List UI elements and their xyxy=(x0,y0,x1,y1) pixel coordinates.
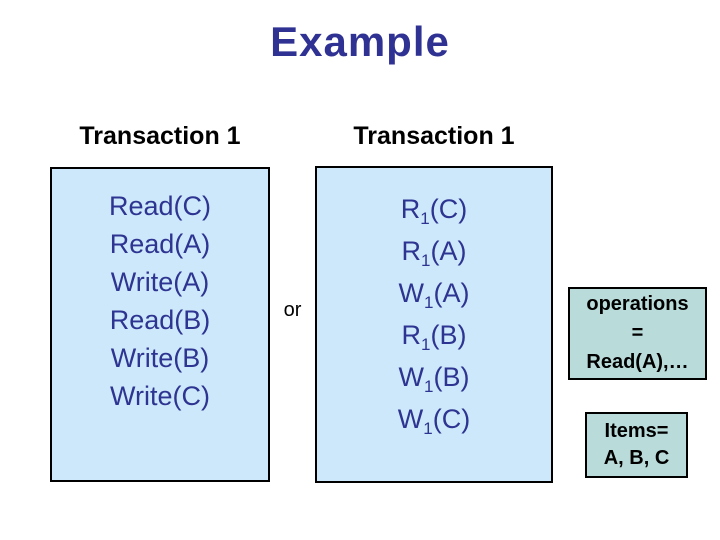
operation-line: Write(B) xyxy=(110,343,210,373)
right-column-header: Transaction 1 xyxy=(353,122,515,150)
operation-line: R1(B) xyxy=(401,320,467,354)
left-transaction-box: Read(C) Read(A) Write(A) Read(B) Write(B) Wri… xyxy=(50,167,270,482)
note-line: Read(A),… xyxy=(586,351,689,373)
note-line: Items= xyxy=(604,420,669,442)
operation-line: Read(C) xyxy=(108,191,212,221)
operation-line: Write(A) xyxy=(110,267,210,297)
left-operations: Read(C) Read(A) Write(A) Read(B) Write(B) Wri… xyxy=(52,187,268,415)
note-line: operations xyxy=(586,293,689,315)
items-note-box: Items= A, B, C xyxy=(585,412,688,478)
operation-line: Read(B) xyxy=(109,305,211,335)
left-column-header: Transaction 1 xyxy=(79,122,241,150)
operation-line: W1(A) xyxy=(398,278,470,312)
or-connector-label: or xyxy=(283,299,302,321)
operation-line: W1(C) xyxy=(397,404,471,438)
operation-line: R1(C) xyxy=(400,194,468,228)
note-line: = xyxy=(631,322,644,344)
slide-title: Example xyxy=(270,18,450,65)
operation-line: Read(A) xyxy=(109,229,211,259)
right-transaction-box: R1(C) R1(A) W1(A) R1(B) W1(B) W1(C) xyxy=(315,166,553,483)
right-operations: R1(C) R1(A) W1(A) R1(B) W1(B) W1(C) xyxy=(317,190,551,442)
note-line: A, B, C xyxy=(603,447,670,469)
operation-line: Write(C) xyxy=(110,381,210,411)
operations-note-box: operations = Read(A),… xyxy=(568,287,707,380)
operation-line: R1(A) xyxy=(401,236,467,270)
operation-line: W1(B) xyxy=(398,362,470,396)
